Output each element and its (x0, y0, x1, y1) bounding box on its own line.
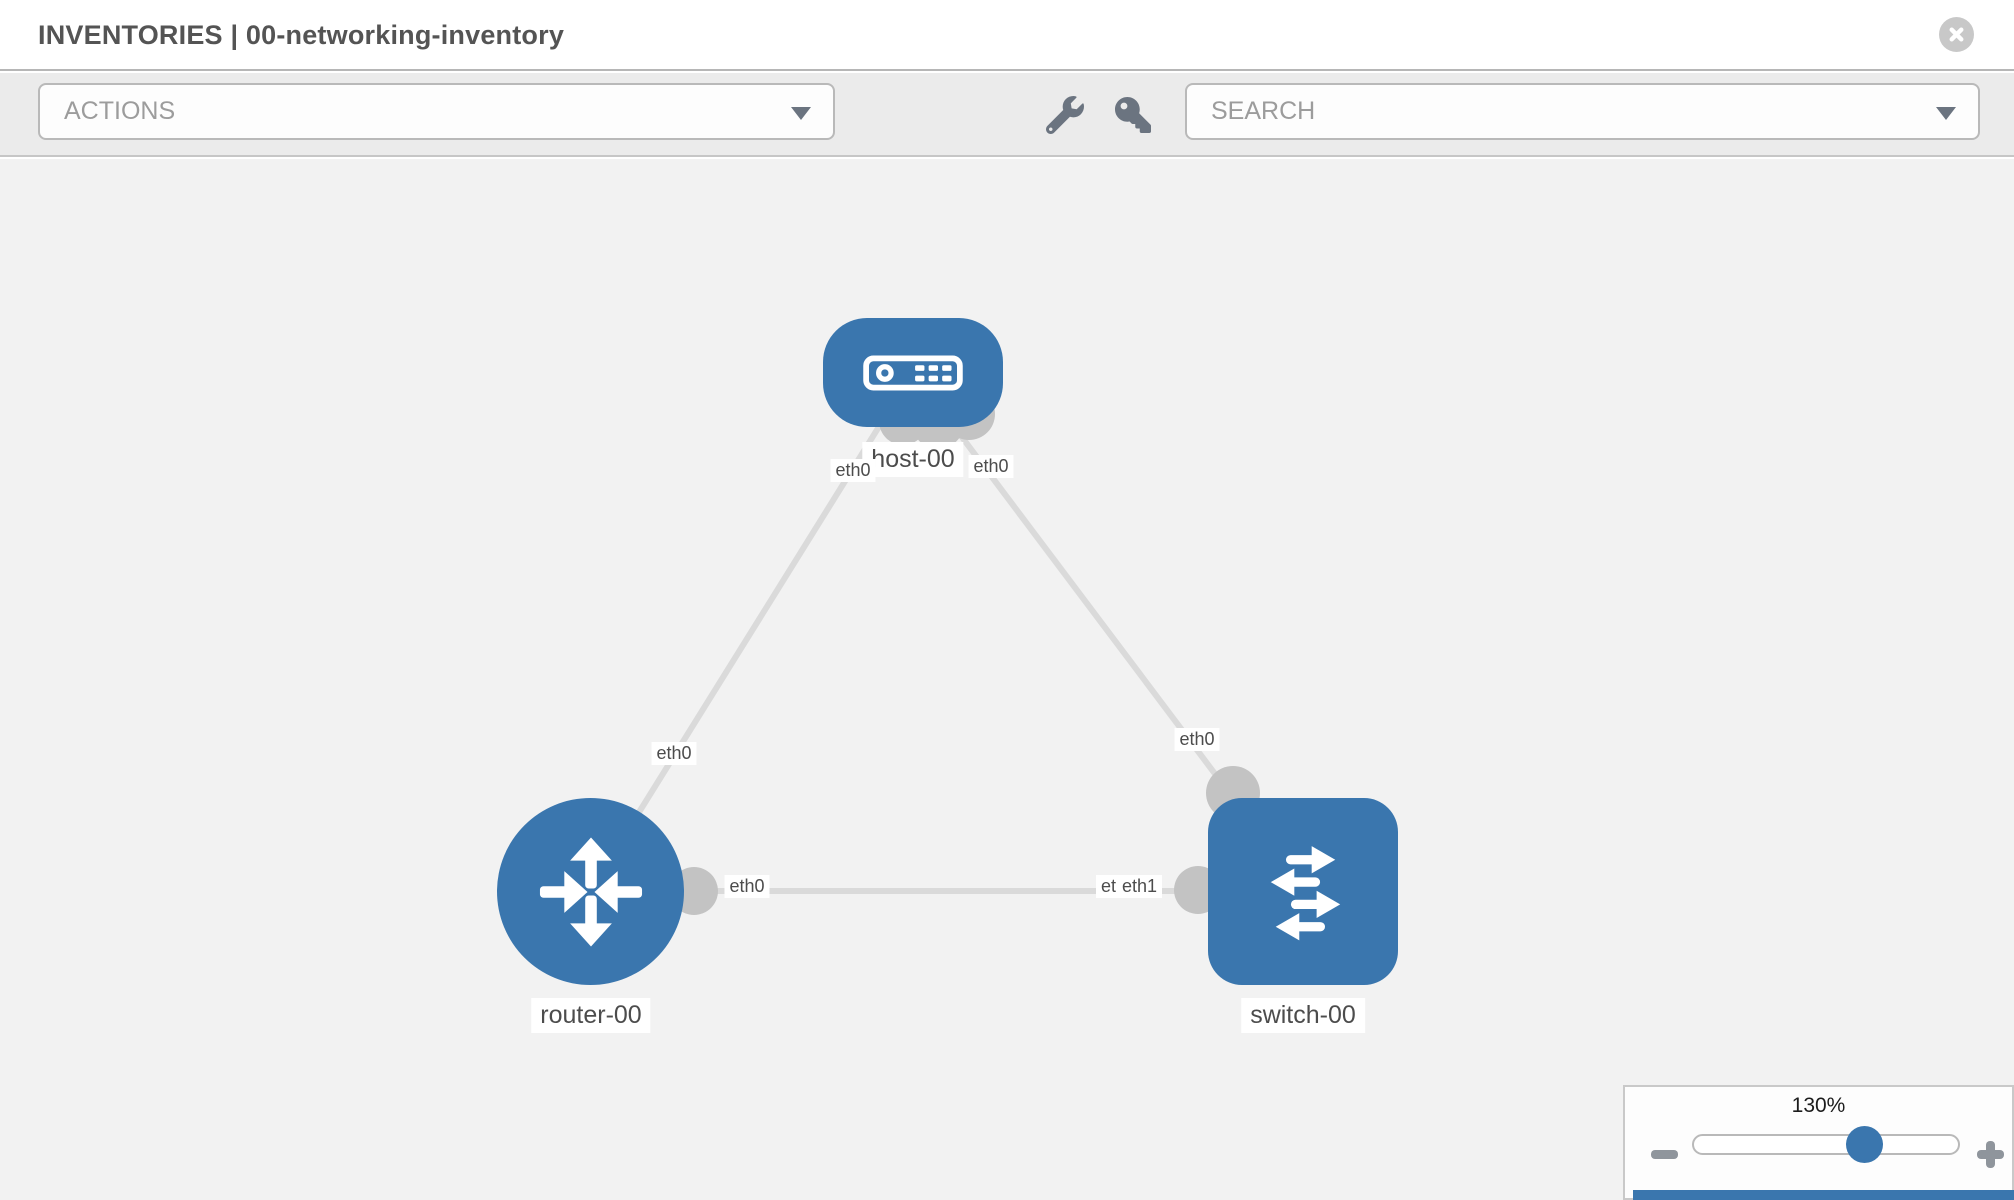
zoom-percentage: 130% (1791, 1094, 1846, 1117)
toolbar: ACTIONS SEARCH (0, 73, 2014, 157)
zoom-panel: 130% (1623, 1085, 2014, 1200)
interface-label: eth0 (1174, 728, 1220, 751)
topology-canvas[interactable]: host-00 router-00 switch-00 eth0 eth0 et… (0, 159, 2014, 1200)
interface-label: eth0 (651, 742, 697, 765)
chevron-down-icon (791, 106, 811, 120)
chevron-down-icon (1936, 106, 1956, 120)
node-router-00[interactable] (497, 798, 684, 985)
actions-dropdown-label: ACTIONS (64, 97, 176, 125)
host-icon (863, 355, 963, 390)
search-dropdown-label: SEARCH (1211, 97, 1316, 125)
node-switch-00[interactable] (1208, 798, 1398, 985)
switch-icon (1270, 845, 1341, 940)
key-button[interactable] (1111, 93, 1155, 137)
interface-label: eth0 (830, 459, 876, 482)
node-host-00[interactable] (823, 318, 1003, 427)
link-router-host (587, 370, 916, 893)
node-label-host: host-00 (862, 442, 964, 477)
close-button[interactable] (1939, 17, 1974, 52)
router-icon (539, 836, 642, 947)
key-icon (1115, 97, 1151, 133)
zoom-out-button[interactable] (1651, 1150, 1678, 1159)
search-dropdown[interactable]: SEARCH (1185, 83, 1980, 140)
topology-links (587, 370, 1306, 915)
wrench-icon (1046, 96, 1084, 134)
zoom-slider-thumb[interactable] (1846, 1126, 1883, 1163)
interface-label: eth0 (968, 455, 1014, 478)
bottom-accent-bar (1633, 1190, 2014, 1200)
node-label-switch: switch-00 (1241, 998, 1365, 1033)
zoom-in-button[interactable] (1977, 1141, 2004, 1168)
zoom-slider[interactable] (1692, 1134, 1960, 1155)
close-icon (1949, 27, 1964, 42)
header: INVENTORIES | 00-networking-inventory (0, 0, 2014, 71)
node-label-router: router-00 (531, 998, 651, 1033)
actions-dropdown[interactable]: ACTIONS (38, 83, 835, 140)
wrench-button[interactable] (1043, 93, 1087, 137)
interface-label: eth1 (1117, 875, 1163, 898)
page-title: INVENTORIES | 00-networking-inventory (38, 20, 565, 50)
interface-label: eth0 (724, 875, 770, 898)
